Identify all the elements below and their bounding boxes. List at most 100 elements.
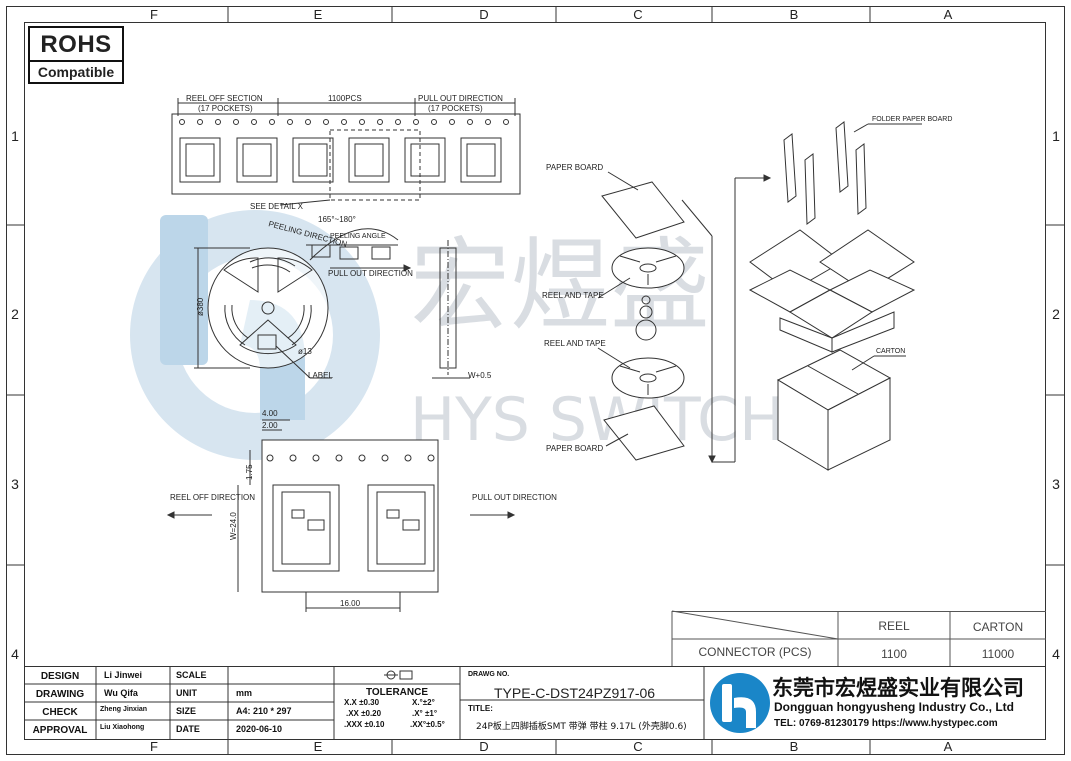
see-detail-label: SEE DETAIL X	[250, 202, 304, 211]
col-letter-bottom: E	[313, 739, 323, 754]
tape-pockets	[179, 137, 502, 183]
watermark-en: HYS SWITCH	[410, 385, 784, 455]
company-logo	[710, 673, 770, 733]
outer-frame	[6, 6, 1065, 755]
qty-row-label: CONNECTOR (PCS)	[698, 645, 812, 659]
quantity-table-lines	[671, 610, 1046, 666]
size-label: SIZE	[176, 706, 197, 716]
company-name-cn: 东莞市宏煜盛实业有限公司	[772, 676, 1024, 700]
detail-pull-out-label: PULL OUT DIRECTION	[472, 493, 557, 502]
title-block-lines	[24, 666, 705, 740]
reel-pull-out-label: PULL OUT DIRECTION	[328, 269, 413, 278]
drawing-label: DRAWING	[35, 689, 85, 700]
tolerance-label: TOLERANCE	[365, 687, 429, 698]
col-letter-bottom: B	[789, 739, 799, 754]
reel-width-label: W+0.5	[468, 371, 492, 380]
reel-side-view	[432, 240, 470, 379]
col-letter-bottom: A	[943, 739, 953, 754]
row-number-right: 2	[1052, 306, 1060, 322]
pull-out-direction-label: PULL OUT DIRECTION	[418, 94, 503, 103]
tape-top-view	[171, 98, 521, 206]
paper-board-bottom-label: PAPER BOARD	[546, 444, 603, 453]
rohs-subtitle: Compatible	[37, 64, 115, 80]
date-value: 2020-06-10	[236, 724, 283, 734]
reel-off-direction-label: REEL OFF DIRECTION	[170, 493, 255, 502]
pull-out-pockets-label: (17 POCKETS)	[428, 104, 483, 113]
folder-paper-board-label: FOLDER PAPER BOARD	[872, 116, 952, 123]
col-letter-top: E	[313, 7, 323, 22]
date-label: DATE	[176, 724, 200, 734]
col-letter-top: D	[479, 7, 489, 22]
sprocket-holes	[179, 119, 509, 125]
company-block: 东莞市宏煜盛实业有限公司 Dongguan hongyusheng Indust…	[704, 668, 1046, 738]
tolerance-linear-3: .XXX ±0.10	[344, 720, 385, 729]
row-number-left: 2	[11, 306, 19, 322]
tolerance-linear-2: .XX ±0.20	[346, 709, 382, 718]
reel-and-tape-1-label: REEL AND TAPE	[542, 291, 604, 300]
dim-w-label: W=24.0	[229, 512, 238, 540]
packaging-view	[597, 121, 922, 471]
col-letter-bottom: F	[150, 739, 158, 754]
detail-sprocket-holes	[266, 454, 435, 462]
tolerance-angle-3: .XX°±0.5°	[410, 720, 445, 729]
row-number-right: 3	[1052, 476, 1060, 492]
row-number-right: 1	[1052, 128, 1060, 144]
approval-name: Liu Xiaohong	[100, 724, 145, 731]
row-number-left: 3	[11, 476, 19, 492]
tolerance-angle-2: .X° ±1°	[412, 709, 438, 718]
row-number-right: 4	[1052, 646, 1060, 662]
check-name: Zheng Jinxian	[100, 706, 148, 713]
company-contact: TEL: 0769-81230179 https://www.hystypec.…	[774, 718, 998, 729]
row-number-left: 1	[11, 128, 19, 144]
design-name: Li Jinwei	[104, 670, 143, 680]
drawing-no-value: TYPE-C-DST24PZ917-06	[494, 685, 656, 701]
tolerance-linear-1: X.X ±0.30	[344, 698, 380, 707]
reel-front-view	[194, 228, 412, 379]
rohs-title: ROHS	[30, 28, 122, 62]
grid-ticks	[6, 6, 1065, 755]
drawing-no-label: DRAWG NO.	[468, 671, 510, 678]
dim-175-label: 1.75	[245, 464, 254, 480]
inner-frame	[24, 22, 1046, 740]
qty-header-reel: REEL	[878, 619, 910, 633]
approval-label: APPROVAL	[32, 725, 88, 736]
unit-value: mm	[236, 688, 253, 698]
peeling-angle-label: PEELING ANGLE	[330, 233, 386, 240]
col-letter-top: B	[789, 7, 799, 22]
row-number-left: 4	[11, 646, 19, 662]
unit-label: UNIT	[176, 688, 197, 698]
col-letter-top: C	[633, 7, 643, 22]
col-letter-bottom: D	[479, 739, 489, 754]
reel-diameter-label: ø380	[196, 297, 205, 316]
reel-label-callout: LABEL	[308, 371, 333, 380]
col-letter-top: A	[943, 7, 953, 22]
angle-label: 165°~180°	[318, 215, 356, 224]
scale-label: SCALE	[176, 670, 207, 680]
paper-board-top-label: PAPER BOARD	[546, 163, 603, 172]
title-label: TITLE:	[468, 704, 493, 713]
company-name-en: Dongguan hongyusheng Industry Co., Ltd	[774, 700, 1014, 714]
reel-off-section-label: REEL OFF SECTION	[186, 94, 263, 103]
tolerance-angle-1: X.°±2°	[412, 698, 435, 707]
reel-and-tape-2-label: REEL AND TAPE	[544, 339, 606, 348]
dim-4-label: 4.00	[262, 409, 278, 418]
reel-hub-label: ø13	[298, 347, 312, 356]
dim-16-label: 16.00	[340, 599, 361, 608]
rohs-badge: ROHS Compatible	[28, 26, 124, 84]
qty-header-carton: CARTON	[972, 620, 1024, 634]
dim-2-label: 2.00	[262, 421, 278, 430]
check-label: CHECK	[42, 707, 78, 718]
tape-count-label: 1100PCS	[328, 94, 362, 103]
col-letter-top: F	[150, 7, 158, 22]
reel-off-pockets-label: (17 POCKETS)	[198, 104, 253, 113]
drawing-name: Wu Qifa	[104, 688, 138, 698]
col-letter-bottom: C	[633, 739, 643, 754]
carton-label: CARTON	[876, 348, 905, 355]
qty-carton-value: 11000	[981, 647, 1015, 661]
design-label: DESIGN	[40, 671, 80, 682]
tape-detail-view	[166, 419, 516, 612]
size-value: A4: 210 * 297	[236, 706, 292, 716]
title-block: DESIGN Li Jinwei DRAWING Wu Qifa CHECK Z…	[24, 666, 1046, 740]
